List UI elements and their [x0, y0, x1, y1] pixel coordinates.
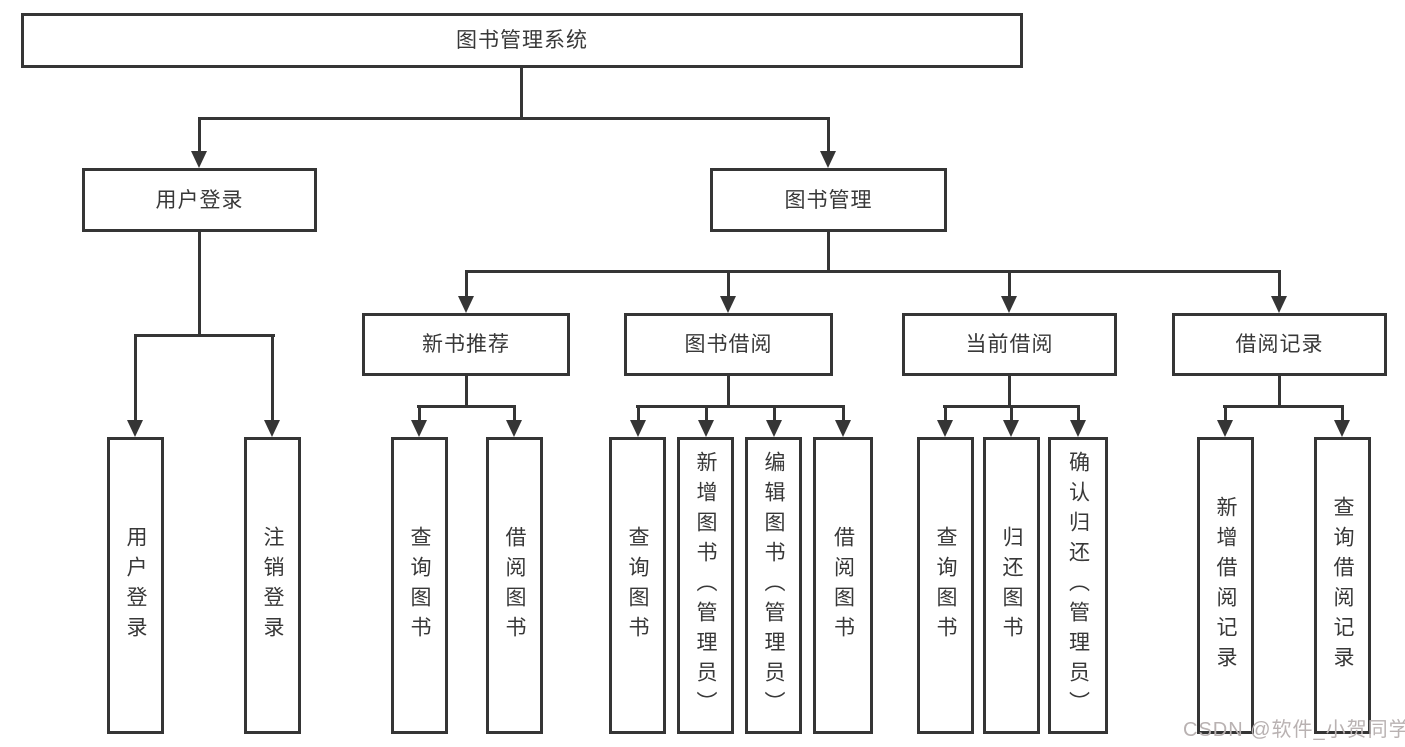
node-new-book-recommendation: 新书推荐 — [362, 313, 570, 376]
arrow-down-icon — [191, 151, 207, 168]
edge-root-vline — [520, 68, 523, 120]
leaf-logout: 注销登录 — [244, 437, 301, 734]
node-label: 图书管理 — [784, 188, 873, 212]
leaf-edit-books-admin: 编辑图书（管理员） — [745, 437, 802, 734]
edge-bb-shaft — [727, 270, 730, 298]
edge-bb-b-shaft — [842, 405, 845, 422]
node-book-borrowing: 图书借阅 — [624, 313, 833, 376]
edge-login-shaft — [134, 334, 137, 422]
arrow-down-icon — [720, 296, 736, 313]
arrow-down-icon — [1001, 296, 1017, 313]
node-label: 查询图书 — [626, 525, 649, 646]
edge-br-shaft — [1278, 270, 1281, 298]
edge-rec-q-shaft — [418, 405, 421, 422]
node-label: 借阅记录 — [1235, 333, 1324, 356]
node-label: 查询图书 — [934, 525, 957, 646]
node-label: 确认归还（管理员） — [1066, 450, 1090, 721]
edge-br-hline — [1223, 405, 1344, 408]
node-label: 新书推荐 — [422, 333, 510, 356]
node-book-management: 图书管理 — [710, 168, 947, 232]
node-label: 查询借阅记录 — [1331, 495, 1354, 676]
edge-cb-q-shaft — [944, 405, 947, 422]
edge-br-q-shaft — [1341, 405, 1344, 422]
edge-rec-hline — [417, 405, 516, 408]
node-user-login: 用户登录 — [82, 168, 317, 232]
arrow-down-icon — [835, 420, 851, 437]
edge-user-login-shaft — [198, 117, 201, 154]
edge-bb-vline — [727, 376, 730, 407]
node-borrowing-records: 借阅记录 — [1172, 313, 1387, 376]
node-label: 当前借阅 — [965, 333, 1054, 356]
edge-bb-e-shaft — [773, 405, 776, 422]
leaf-query-books: 查询图书 — [917, 437, 974, 734]
edge-mgmt-vline — [827, 232, 830, 272]
edge-book-mgmt-shaft — [827, 117, 830, 154]
edge-bb-hline — [636, 405, 845, 408]
node-label: 新增图书（管理员） — [694, 450, 717, 721]
edge-user-vline — [198, 232, 201, 336]
leaf-query-books: 查询图书 — [609, 437, 666, 734]
node-label: 注销登录 — [261, 525, 284, 646]
node-label: 查询图书 — [408, 525, 431, 646]
node-label: 图书管理系统 — [456, 29, 588, 52]
edge-br-vline — [1278, 376, 1281, 407]
leaf-query-borrow-record: 查询借阅记录 — [1314, 437, 1371, 734]
node-label: 用户登录 — [124, 525, 147, 646]
edge-cb-shaft — [1008, 270, 1011, 298]
arrow-down-icon — [1070, 420, 1086, 437]
edge-cb-r-shaft — [1010, 405, 1013, 422]
arrow-down-icon — [630, 420, 646, 437]
edge-rec-shaft — [465, 270, 468, 298]
edge-rec-b-shaft — [513, 405, 516, 422]
node-current-borrowing: 当前借阅 — [902, 313, 1117, 376]
edge-cb-c-shaft — [1077, 405, 1080, 422]
leaf-add-borrow-record: 新增借阅记录 — [1197, 437, 1254, 734]
leaf-query-books: 查询图书 — [391, 437, 448, 734]
arrow-down-icon — [1003, 420, 1019, 437]
node-label: 借阅图书 — [831, 525, 855, 646]
leaf-borrow-books: 借阅图书 — [486, 437, 543, 734]
edge-rec-vline — [465, 376, 468, 407]
node-label: 归还图书 — [1000, 525, 1023, 646]
edge-level2-hline — [198, 117, 830, 120]
leaf-return-books: 归还图书 — [983, 437, 1040, 734]
node-label: 图书借阅 — [684, 333, 773, 356]
edge-user-hline — [134, 334, 275, 337]
edge-bb-a-shaft — [705, 405, 708, 422]
arrow-down-icon — [506, 420, 522, 437]
arrow-down-icon — [458, 296, 474, 313]
edge-cb-vline — [1008, 376, 1011, 407]
arrow-down-icon — [820, 151, 836, 168]
arrow-down-icon — [1271, 296, 1287, 313]
csdn-watermark: CSDN @软件_小贺同学 — [1183, 719, 1405, 741]
node-label: 用户登录 — [155, 188, 244, 212]
arrow-down-icon — [264, 420, 280, 437]
arrow-down-icon — [698, 420, 714, 437]
arrow-down-icon — [1334, 420, 1350, 437]
leaf-add-books-admin: 新增图书（管理员） — [677, 437, 734, 734]
arrow-down-icon — [127, 420, 143, 437]
arrow-down-icon — [766, 420, 782, 437]
edge-logout-shaft — [271, 334, 274, 422]
node-library-management-system: 图书管理系统 — [21, 13, 1023, 68]
node-label: 借阅图书 — [503, 525, 526, 646]
arrow-down-icon — [937, 420, 953, 437]
edge-level3-hline — [465, 270, 1281, 273]
arrow-down-icon — [1217, 420, 1233, 437]
edge-br-a-shaft — [1224, 405, 1227, 422]
leaf-borrow-books: 借阅图书 — [813, 437, 873, 734]
node-label: 新增借阅记录 — [1214, 495, 1237, 676]
arrow-down-icon — [411, 420, 427, 437]
leaf-user-login: 用户登录 — [107, 437, 164, 734]
node-label: 编辑图书（管理员） — [762, 450, 785, 721]
leaf-confirm-return-admin: 确认归还（管理员） — [1048, 437, 1108, 734]
edge-bb-q-shaft — [637, 405, 640, 422]
